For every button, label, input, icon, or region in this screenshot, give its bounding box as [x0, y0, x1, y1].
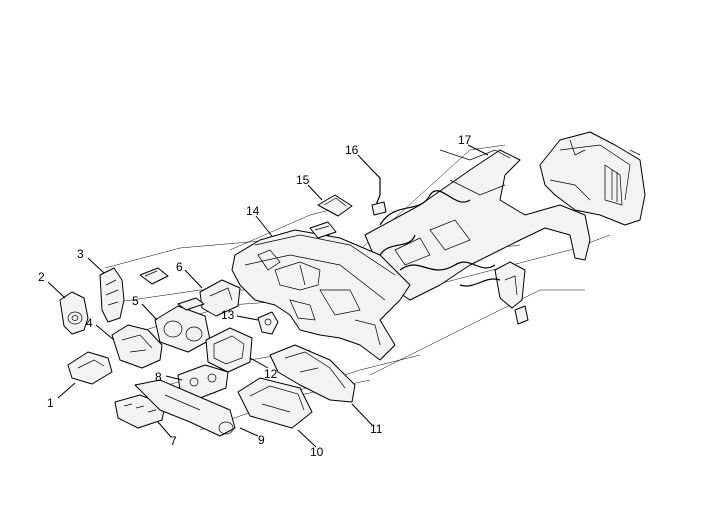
- callout-2: 2: [38, 270, 45, 284]
- callout-4: 4: [86, 316, 93, 330]
- mounting-bracket: [371, 169, 387, 216]
- callout-11: 11: [370, 422, 383, 436]
- callout-16: 16: [345, 143, 359, 157]
- lower-knee-cover: [67, 351, 113, 385]
- callout-9: 9: [258, 433, 265, 447]
- callout-10: 10: [310, 445, 324, 459]
- callout-1: 1: [47, 396, 54, 410]
- cluster-fascia-panel: [111, 324, 163, 369]
- callout-5: 5: [132, 294, 139, 308]
- passenger-airbag-module: [309, 194, 353, 239]
- callout-17: 17: [458, 133, 472, 147]
- center-fascia-lower: [134, 379, 236, 437]
- callout-14: 14: [246, 204, 260, 218]
- callout-3: 3: [77, 247, 84, 261]
- callout-13: 13: [221, 308, 235, 322]
- leader-lines: [47, 144, 489, 448]
- callout-6: 6: [176, 260, 183, 274]
- callout-labels: 1 2 3 4 5 6 7 8 9 10 11 12 13 14 15 16 1…: [38, 133, 472, 459]
- callout-8: 8: [155, 370, 162, 384]
- audio-head-unit: [205, 327, 253, 373]
- main-crash-pad: [231, 229, 411, 361]
- heater-blower-unit: [539, 131, 646, 226]
- callout-12: 12: [264, 367, 278, 381]
- switch-bracket: [257, 311, 279, 335]
- lower-switch-panel: [114, 394, 166, 429]
- steering-column-shroud: [59, 291, 89, 335]
- cowl-cross-bar-assembly: [364, 149, 591, 325]
- callout-7: 7: [170, 434, 177, 448]
- cluster-side-cover: [99, 267, 169, 323]
- callout-15: 15: [296, 173, 310, 187]
- glove-box: [237, 377, 313, 429]
- instrument-cluster: [154, 305, 211, 353]
- center-upper-garnish: [177, 279, 241, 317]
- lower-crash-pad: [269, 344, 356, 403]
